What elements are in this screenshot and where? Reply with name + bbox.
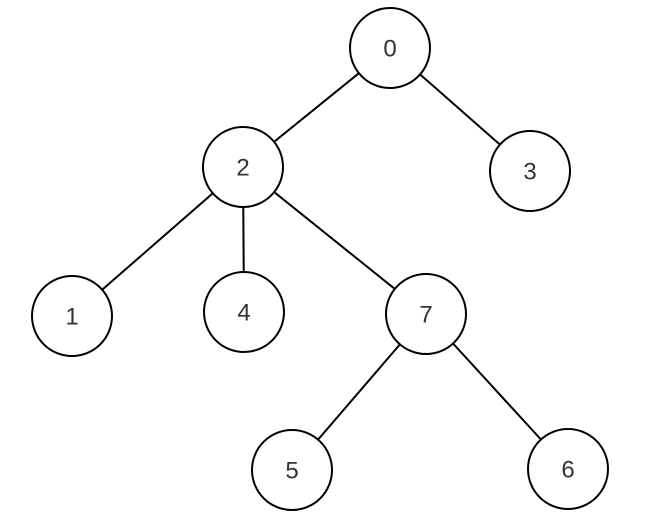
tree-edge-7-5 xyxy=(317,343,401,441)
tree-node-label-6: 6 xyxy=(561,457,574,484)
tree-node-circle-7 xyxy=(385,273,467,355)
tree-node-circle-3 xyxy=(489,130,571,212)
tree-node-6: 6 xyxy=(527,428,609,510)
tree-edge-2-7 xyxy=(273,191,396,290)
tree-node-label-7: 7 xyxy=(419,302,432,329)
tree-node-5: 5 xyxy=(251,429,333,511)
tree-node-label-2: 2 xyxy=(236,155,249,182)
tree-node-circle-0 xyxy=(349,7,431,89)
tree-node-circle-2 xyxy=(202,126,284,208)
tree-node-label-5: 5 xyxy=(285,458,298,485)
tree-node-label-0: 0 xyxy=(383,36,396,63)
tree-node-circle-5 xyxy=(251,429,333,511)
tree-node-1: 1 xyxy=(31,275,113,357)
tree-node-0: 0 xyxy=(349,7,431,89)
tree-node-label-3: 3 xyxy=(523,159,536,186)
tree-edge-7-6 xyxy=(452,342,542,441)
tree-node-label-1: 1 xyxy=(65,304,78,331)
tree-node-2: 2 xyxy=(202,126,284,208)
tree-edge-0-2 xyxy=(273,72,360,143)
tree-node-label-4: 4 xyxy=(237,300,250,327)
tree-node-4: 4 xyxy=(203,271,285,353)
tree-node-7: 7 xyxy=(385,273,467,355)
tree-edge-2-1 xyxy=(101,192,214,291)
tree-node-circle-4 xyxy=(203,271,285,353)
tree-edge-0-3 xyxy=(419,73,501,146)
tree-node-3: 3 xyxy=(489,130,571,212)
tree-node-circle-6 xyxy=(527,428,609,510)
tree-node-circle-1 xyxy=(31,275,113,357)
